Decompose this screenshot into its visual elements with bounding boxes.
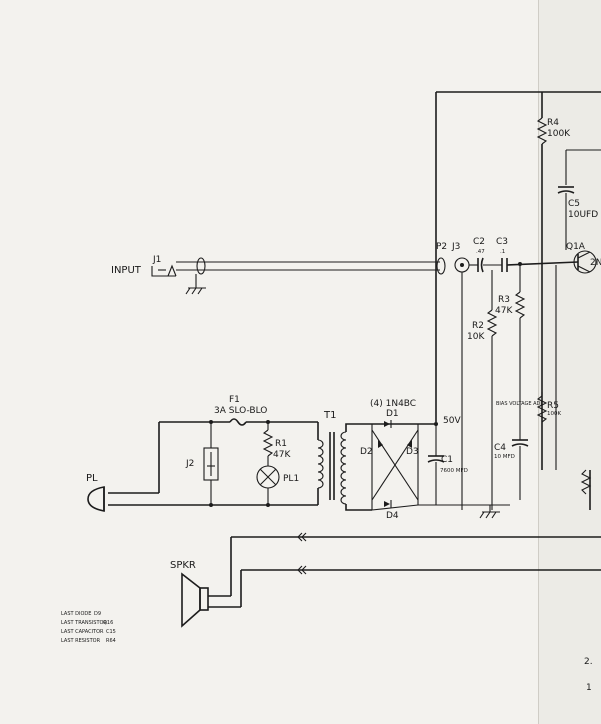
r5-value: 100K	[547, 411, 561, 417]
top-rail	[435, 91, 601, 422]
q1a-part: 2N	[590, 258, 601, 268]
c3-label: C3	[496, 237, 508, 247]
r3-label: R3	[498, 295, 510, 305]
note-value-2: C15	[106, 629, 116, 635]
r2-label: R2	[472, 321, 484, 331]
capacitor-c1	[418, 424, 510, 506]
jack-j2	[203, 422, 219, 505]
j3-label: J3	[451, 242, 460, 252]
c2-label: C2	[473, 237, 485, 247]
power-wiring	[108, 418, 319, 507]
paper-fold-edge	[538, 0, 601, 724]
note-label-0: LAST DIODE	[61, 611, 91, 617]
f1-label: F1	[229, 395, 240, 405]
note-value-0: D9	[94, 611, 101, 617]
resistor-r3	[514, 265, 526, 345]
t1-label: T1	[323, 410, 336, 421]
resistor-r1	[262, 422, 274, 466]
pl-label: PL	[86, 473, 98, 484]
component-count-notes: LAST DIODE D9 LAST TRANSISTOR Q16 LAST C…	[61, 611, 116, 644]
pl1-label: PL1	[283, 474, 299, 484]
capacitor-c3	[501, 258, 579, 272]
j2-label: J2	[185, 459, 194, 469]
voltage-50v-label: 50V	[443, 416, 461, 426]
page-mark-1: 2.	[584, 657, 593, 667]
c4-value: 10 MFD	[494, 454, 515, 460]
ground-symbol-input	[185, 287, 206, 295]
resistor-r5	[536, 392, 548, 423]
f1-value: 3A SLO-BLO	[214, 406, 267, 416]
j1-label: J1	[152, 255, 161, 265]
capacitor-c5	[557, 149, 601, 250]
p2-label: P2	[436, 242, 447, 252]
speaker-wiring	[208, 532, 601, 608]
jack-j1	[151, 264, 177, 277]
resistor-r2	[486, 270, 498, 510]
r3-value: 47K	[495, 306, 513, 316]
shielded-input-cable	[176, 257, 446, 288]
page-mark-2: 1	[586, 683, 592, 693]
note-label-2: LAST CAPACITOR	[61, 629, 104, 635]
r1-label: R1	[275, 439, 287, 449]
diode-bridge	[371, 420, 419, 511]
spkr-label: SPKR	[170, 560, 196, 571]
speaker-icon	[181, 572, 209, 628]
r5-label: R5	[547, 401, 559, 411]
c5-label: C5	[568, 199, 580, 209]
c5-value: 10UFD	[568, 210, 598, 220]
capacitor-c2	[469, 257, 502, 273]
r1-value: 47K	[273, 450, 291, 460]
note-label-3: LAST RESISTOR	[61, 638, 101, 644]
transformer-t1	[317, 423, 436, 511]
power-plug-pl	[87, 486, 105, 512]
d1-label: D1	[386, 409, 399, 419]
pilot-lamp-pl1	[256, 465, 280, 505]
r4-label: R4	[547, 118, 559, 128]
d4-label: D4	[386, 511, 399, 521]
diode-group-label: (4) 1N4BC	[370, 399, 416, 409]
resistor-r4	[536, 117, 548, 470]
note-value-3: R64	[106, 638, 116, 644]
c2-value: .47	[476, 249, 485, 255]
input-label: INPUT	[111, 265, 142, 276]
ground-symbol-supply	[479, 505, 500, 519]
c1-label: C1	[441, 455, 453, 465]
note-label-1: LAST TRANSISTOR	[61, 620, 107, 626]
d2-label: D2	[360, 447, 373, 457]
d3-label: D3	[406, 447, 419, 457]
r2-value: 10K	[467, 332, 485, 342]
c3-value: .1	[500, 249, 505, 255]
capacitor-c4	[511, 345, 529, 500]
q1a-label: Q1A	[566, 242, 586, 252]
note-value-1: Q16	[103, 620, 113, 626]
r4-value: 100K	[547, 129, 571, 139]
c1-value: 7600 MFD	[440, 468, 468, 474]
resistor-partial	[580, 469, 592, 495]
c4-label: C4	[494, 443, 506, 453]
